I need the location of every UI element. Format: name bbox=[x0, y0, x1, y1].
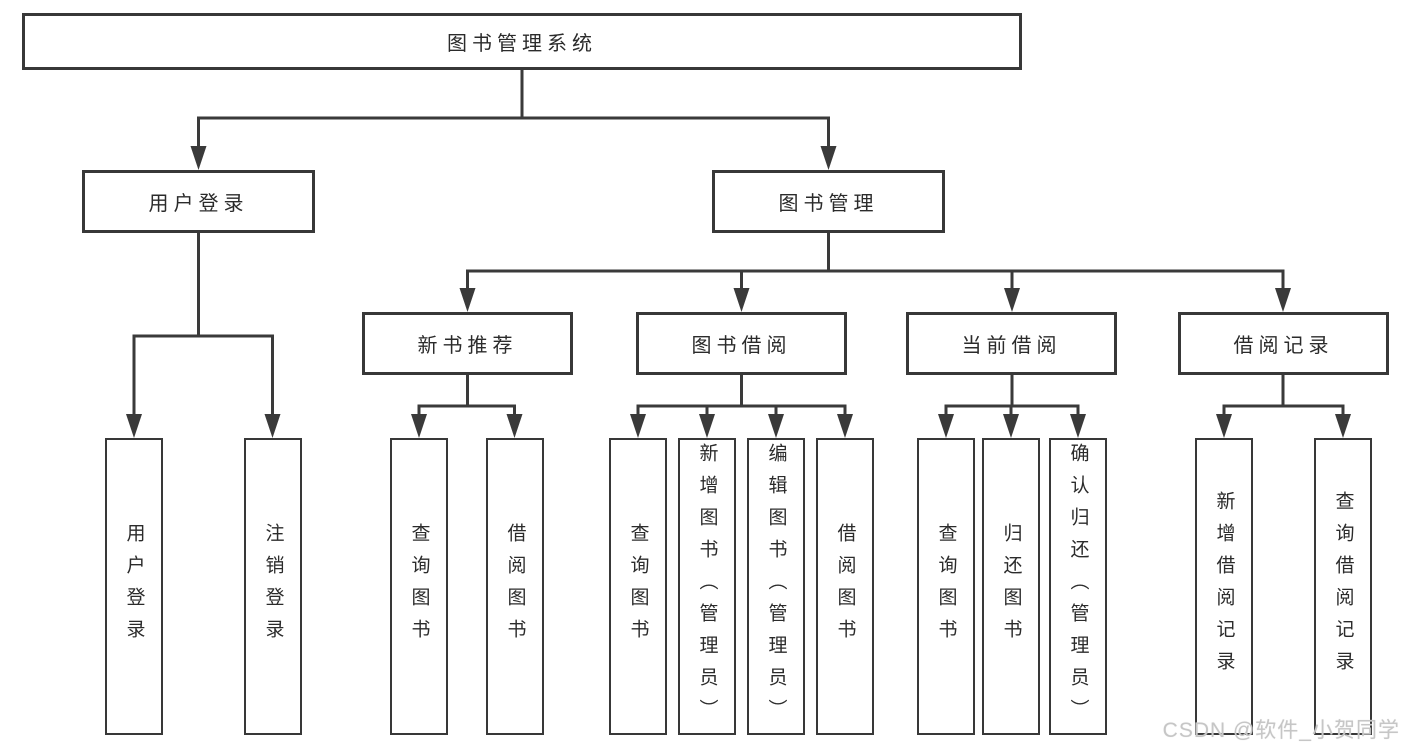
connector-book-borrow-to-leaves bbox=[630, 375, 853, 438]
watermark: CSDN @软件_小贺同学 bbox=[1162, 719, 1400, 742]
connector-borrow-records-to-leaves bbox=[1216, 375, 1351, 438]
node-new-book-recommend: 新书推荐 bbox=[362, 312, 573, 375]
leaf-user-login: 用户登录 bbox=[105, 438, 163, 735]
leaf-query-books-borrow: 查询图书 bbox=[609, 438, 667, 735]
leaf-logout: 注销登录 bbox=[244, 438, 302, 735]
leaf-borrow-books: 借阅图书 bbox=[816, 438, 874, 735]
leaf-edit-book-admin: 编辑图书（管理员） bbox=[747, 438, 805, 735]
leaf-query-books-current: 查询图书 bbox=[917, 438, 975, 735]
connector-new-book-to-leaves bbox=[411, 375, 523, 438]
connector-root-to-level2 bbox=[190, 69, 837, 170]
leaf-add-book-admin: 新增图书（管理员） bbox=[678, 438, 736, 735]
connector-book-management-to-level3 bbox=[459, 233, 1291, 312]
node-borrow-records: 借阅记录 bbox=[1178, 312, 1389, 375]
connector-user-login-to-leaves bbox=[126, 233, 281, 438]
node-book-management: 图书管理 bbox=[712, 170, 945, 233]
leaf-query-borrow-record: 查询借阅记录 bbox=[1314, 438, 1372, 735]
node-book-borrow: 图书借阅 bbox=[636, 312, 847, 375]
node-root: 图书管理系统 bbox=[22, 13, 1022, 70]
leaf-add-borrow-record: 新增借阅记录 bbox=[1195, 438, 1253, 735]
connector-current-borrow-to-leaves bbox=[938, 375, 1086, 438]
leaf-borrow-books-recommend: 借阅图书 bbox=[486, 438, 544, 735]
node-current-borrow: 当前借阅 bbox=[906, 312, 1117, 375]
leaf-return-book: 归还图书 bbox=[982, 438, 1040, 735]
leaf-confirm-return-admin: 确认归还（管理员） bbox=[1049, 438, 1107, 735]
leaf-query-books-recommend: 查询图书 bbox=[390, 438, 448, 735]
node-user-login: 用户登录 bbox=[82, 170, 315, 233]
